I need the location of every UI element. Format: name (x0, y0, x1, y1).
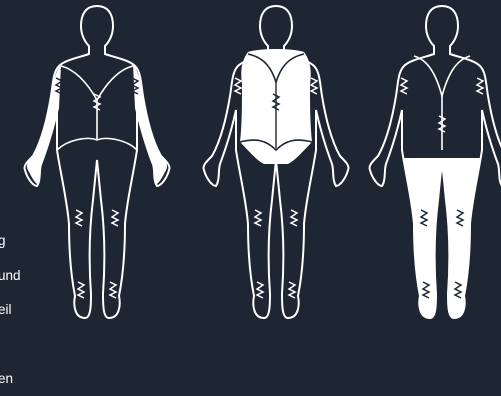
left-arm-highlight (27, 64, 61, 184)
figure-center (203, 6, 348, 318)
side-text-line: eil (0, 304, 21, 316)
side-text-line: en (0, 373, 21, 385)
side-text-line: und (0, 270, 21, 282)
body-diagram (0, 0, 501, 325)
body-outline-icon (24, 6, 169, 318)
side-text-line (0, 339, 21, 351)
figure-left (24, 6, 169, 318)
right-arm-highlight (133, 64, 167, 184)
legs-highlight (404, 158, 480, 318)
side-text-line: g (0, 235, 21, 247)
figure-right (369, 6, 501, 318)
cropped-side-text: g und eil en (0, 212, 21, 396)
